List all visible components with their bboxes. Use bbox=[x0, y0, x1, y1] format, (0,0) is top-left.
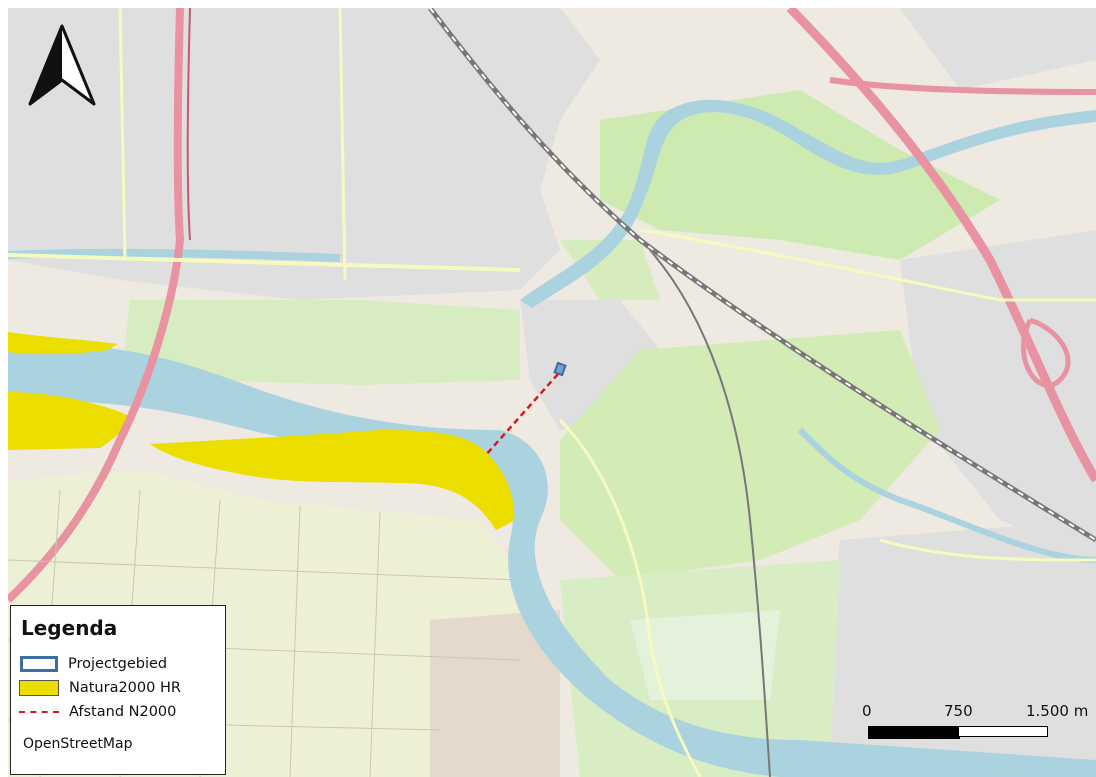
north-arrow-icon bbox=[28, 24, 96, 106]
railway-main-dash bbox=[429, 8, 1096, 541]
scalebar-segment-black bbox=[868, 726, 960, 739]
legend: Legenda Projectgebied Natura2000 HR Afst… bbox=[10, 605, 226, 775]
grass-area-north bbox=[600, 90, 1000, 260]
basemap-svg bbox=[8, 8, 1096, 777]
natura2000-area-main bbox=[150, 430, 515, 530]
canal-west bbox=[8, 248, 341, 262]
natura2000-fill-icon bbox=[19, 680, 59, 696]
legend-item-afstand: Afstand N2000 bbox=[19, 702, 176, 722]
distance-n2000-line bbox=[484, 373, 559, 457]
project-area bbox=[553, 361, 567, 377]
motorway-west-edge bbox=[186, 8, 191, 241]
urban-area-northwest bbox=[8, 8, 600, 300]
wetland-area bbox=[630, 610, 780, 700]
scalebar-label-750: 750 bbox=[944, 702, 973, 720]
legend-item-label: Afstand N2000 bbox=[69, 704, 177, 720]
industrial-area-south bbox=[430, 610, 560, 777]
river-tributary bbox=[520, 99, 1096, 308]
map-canvas[interactable] bbox=[8, 8, 1096, 777]
natura2000-area-west bbox=[8, 392, 134, 450]
urban-area-southeast bbox=[820, 520, 1096, 777]
motorway-interchange bbox=[1020, 317, 1071, 388]
project-outline-icon bbox=[20, 656, 58, 672]
motorway-west bbox=[8, 8, 185, 603]
canal-east bbox=[797, 427, 1096, 563]
scalebar-label-0: 0 bbox=[862, 702, 872, 720]
urban-area-northeast bbox=[900, 8, 1096, 90]
road-secondary-3 bbox=[338, 8, 347, 281]
motorway-east bbox=[786, 8, 1096, 483]
natura2000-area-north bbox=[8, 332, 118, 355]
river-main bbox=[8, 344, 1096, 777]
road-secondary-1 bbox=[8, 253, 521, 272]
motorway-east-branch bbox=[829, 77, 1096, 95]
grass-area-center bbox=[560, 330, 940, 580]
basemap-credit: OpenStreetMap bbox=[23, 736, 133, 752]
legend-item-projectgebied: Projectgebied bbox=[19, 654, 167, 674]
scalebar-label-1500: 1.500 m bbox=[1026, 702, 1089, 720]
legend-item-label: Natura2000 HR bbox=[69, 680, 181, 696]
legend-item-label: Projectgebied bbox=[68, 656, 168, 672]
dashed-line-icon bbox=[19, 711, 59, 713]
legend-title: Legenda bbox=[21, 616, 118, 640]
road-secondary-2 bbox=[118, 8, 127, 261]
legend-item-natura2000: Natura2000 HR bbox=[19, 678, 181, 698]
grass-area-small bbox=[560, 240, 660, 300]
park-area-west bbox=[120, 300, 520, 390]
urban-area-east bbox=[900, 230, 1096, 560]
railway-south bbox=[649, 249, 771, 777]
scalebar-segment-white bbox=[958, 726, 1048, 737]
road-secondary-5 bbox=[558, 418, 702, 777]
road-secondary-6 bbox=[879, 538, 1096, 562]
road-secondary-4 bbox=[639, 228, 1096, 302]
